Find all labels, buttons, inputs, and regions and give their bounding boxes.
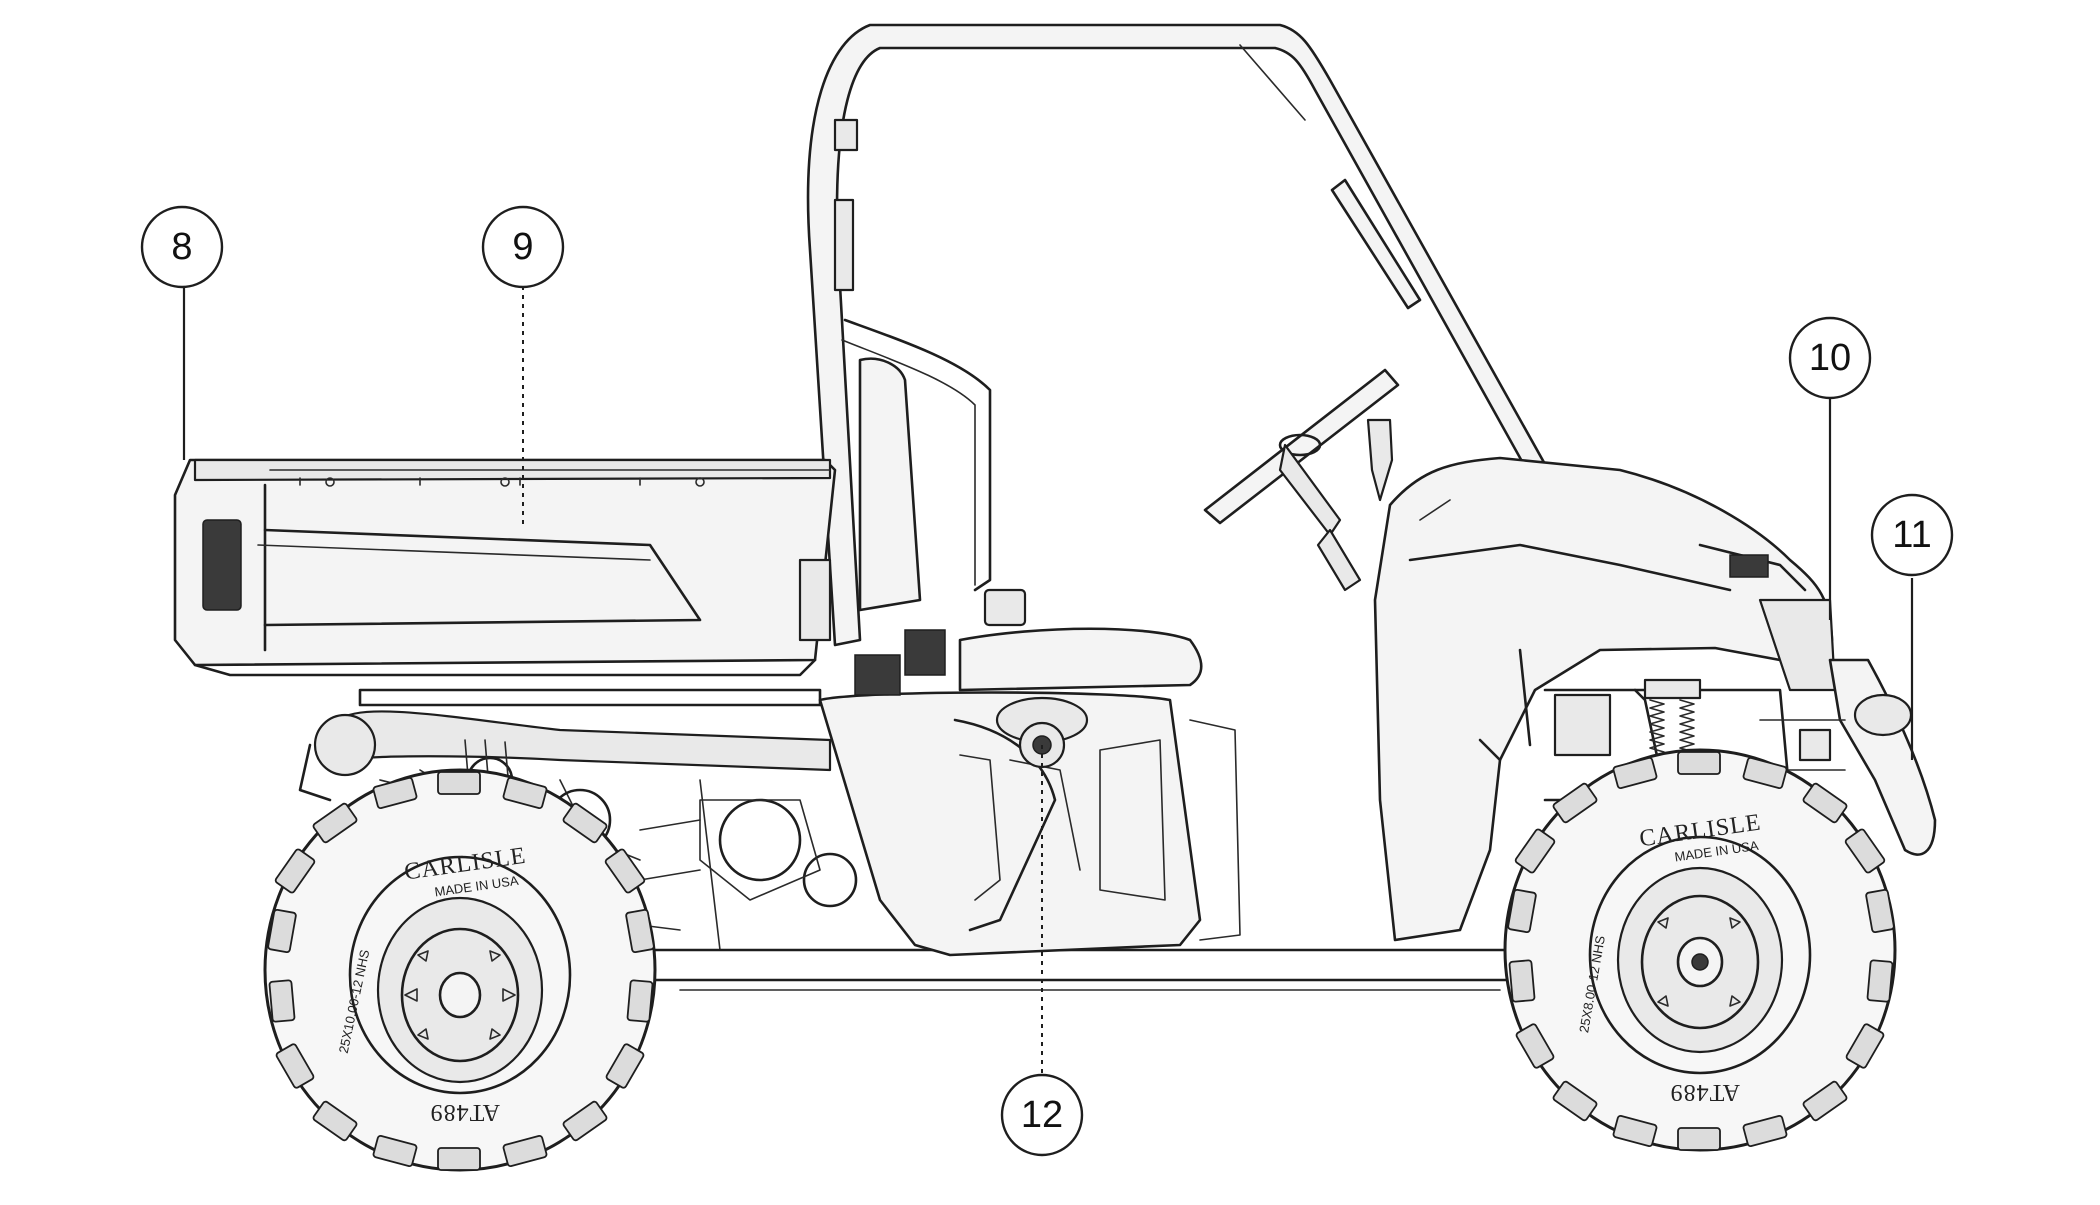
callout-10: 10: [1788, 316, 1872, 400]
steering: [1203, 368, 1400, 592]
callout-8: 8: [140, 205, 224, 289]
rear-wheel: [263, 768, 657, 1172]
leader-lines: [182, 286, 1914, 1075]
callout-11: 11: [1870, 493, 1954, 577]
callout-10-label: 10: [1809, 337, 1851, 379]
front-suspension: [1543, 658, 1937, 856]
callout-9: 9: [481, 205, 565, 289]
front-body: [1373, 456, 1837, 942]
rear-tire-model: AT489: [430, 1099, 500, 1125]
cargo-box: [173, 458, 837, 677]
callout-9-label: 9: [512, 226, 533, 268]
side-panel: [818, 691, 1241, 957]
callout-12-label: 12: [1021, 1094, 1063, 1136]
front-wheel: [1503, 748, 1897, 1152]
callout-11-label: 11: [1892, 514, 1931, 556]
callout-8-label: 8: [171, 226, 192, 268]
front-tire-model: AT489: [1670, 1079, 1740, 1105]
callout-12: 12: [1000, 1073, 1084, 1157]
seat: [854, 357, 1203, 696]
